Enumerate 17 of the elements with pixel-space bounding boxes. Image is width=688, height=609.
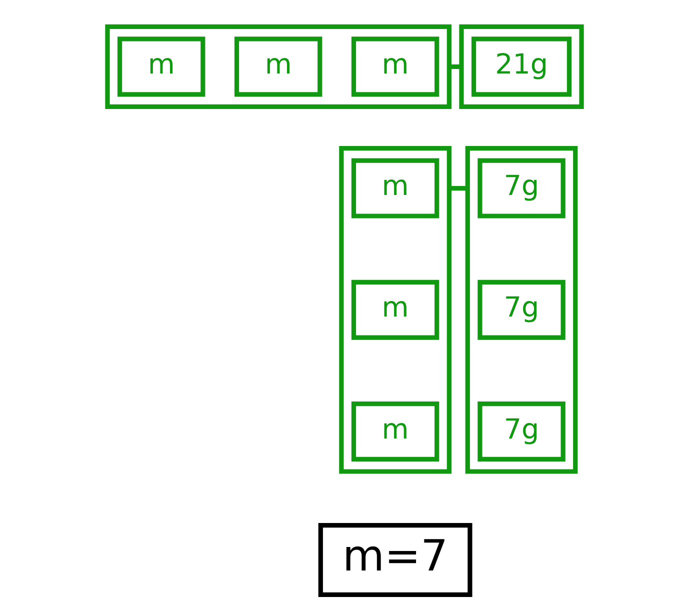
node-box: 7g — [477, 158, 565, 218]
cluster — [338, 146, 451, 474]
node-box: m — [350, 280, 439, 340]
node-box: m — [350, 36, 439, 97]
node-box: m — [350, 158, 439, 218]
cluster — [464, 146, 578, 474]
cluster — [458, 24, 584, 110]
node-box: m — [116, 36, 205, 97]
node-box: m=7 — [318, 523, 472, 597]
node-box: 21g — [470, 36, 572, 97]
connector — [448, 186, 468, 191]
cluster — [104, 24, 451, 110]
node-box: 7g — [477, 280, 565, 340]
connector — [448, 64, 461, 69]
node-box: m — [350, 401, 439, 462]
node-box: 7g — [477, 401, 565, 462]
node-box: m — [234, 36, 322, 97]
